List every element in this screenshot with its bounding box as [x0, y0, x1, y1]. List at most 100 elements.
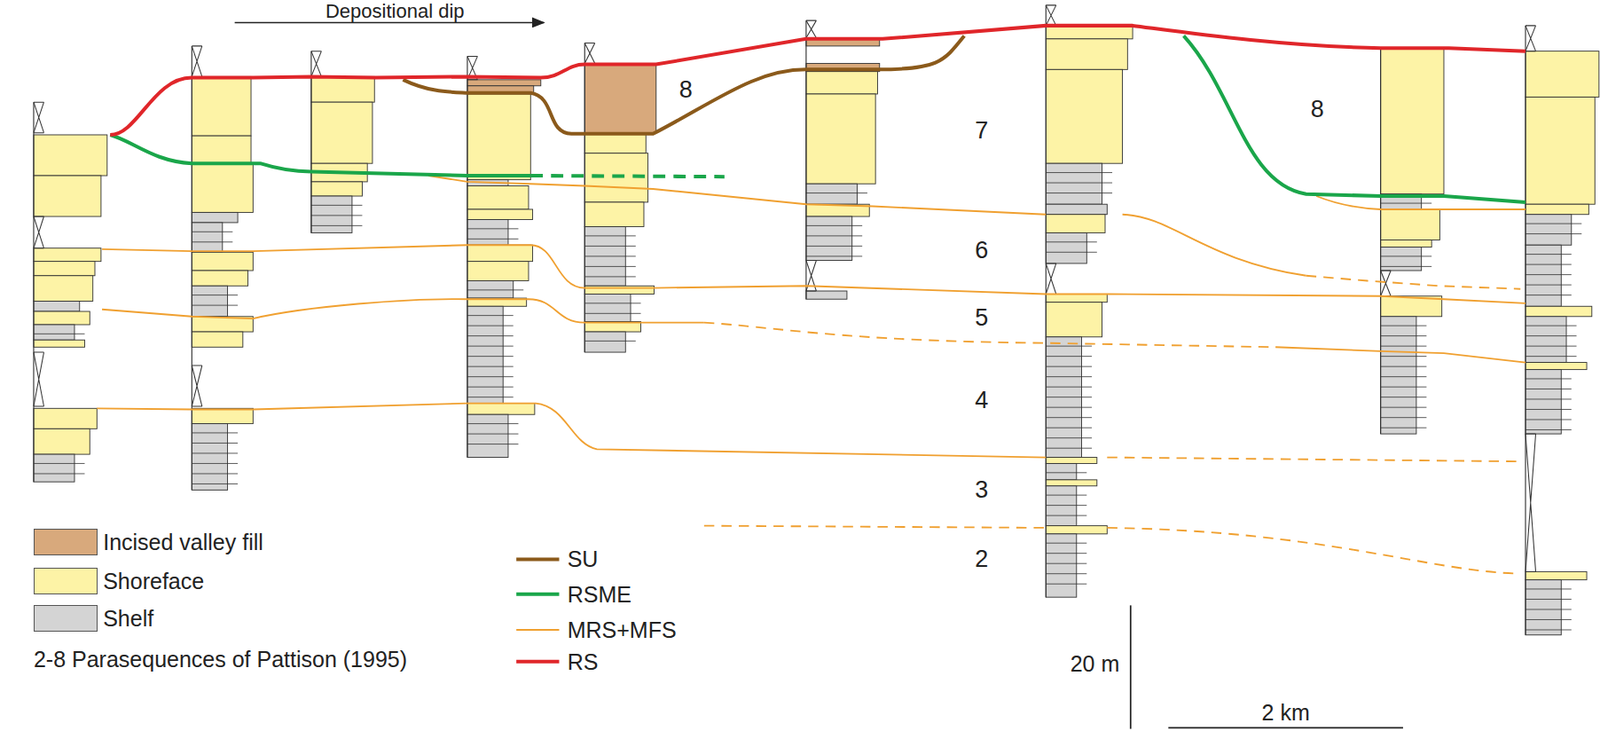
bed-tick	[467, 376, 514, 377]
bed-tick	[1380, 345, 1428, 347]
parasequence-number: 8	[1310, 97, 1325, 122]
log-interval	[584, 331, 626, 353]
bed-tick	[584, 266, 636, 267]
bed-tick	[467, 345, 514, 347]
bed-tick	[806, 235, 863, 236]
legend-text: SU	[567, 548, 599, 571]
log-interval	[467, 244, 534, 261]
log-interval	[806, 290, 848, 299]
bed-tick	[467, 396, 514, 398]
log-interval	[584, 62, 657, 133]
bed-tick	[467, 238, 519, 240]
bed-tick	[1380, 386, 1428, 388]
bed-tick	[467, 289, 524, 291]
bed-tick	[1045, 376, 1092, 377]
bed-tick	[1525, 233, 1582, 235]
scale-label: 2 km	[1262, 701, 1310, 724]
bed-tick	[806, 255, 863, 257]
bed-tick	[467, 423, 519, 424]
log-interval	[311, 196, 353, 233]
bed-tick	[1380, 376, 1428, 377]
scale-bars	[1130, 604, 1404, 729]
bed-tick	[1525, 408, 1572, 410]
log-interval	[1045, 214, 1106, 234]
log-interval	[467, 305, 503, 403]
log-gap-symbol	[33, 216, 45, 249]
legend-line-samples	[516, 559, 559, 662]
log-baseline	[191, 46, 193, 490]
bed-tick	[1380, 366, 1428, 368]
parasequence-number: 6	[974, 237, 989, 262]
log-baseline	[1045, 5, 1047, 597]
log-interval	[1525, 316, 1567, 363]
log-interval	[33, 454, 75, 482]
bed-tick	[1380, 416, 1428, 418]
log-interval	[467, 403, 535, 416]
log-gap-symbol	[806, 20, 817, 39]
log-interval	[1045, 486, 1077, 526]
log-interval	[1380, 209, 1441, 241]
log-interval	[1525, 369, 1561, 434]
well-log	[584, 42, 657, 353]
bed-tick	[1045, 407, 1092, 408]
log-interval	[584, 293, 631, 322]
bed-tick	[191, 294, 238, 296]
log-interval	[33, 261, 95, 276]
log-gap-symbol	[33, 101, 45, 134]
log-gap-symbol	[1525, 25, 1537, 52]
bed-tick	[467, 227, 519, 229]
bed-tick	[1045, 416, 1092, 418]
bed-tick	[1045, 515, 1087, 517]
log-interval	[467, 219, 509, 245]
log-interval	[806, 94, 876, 184]
log-interval	[191, 251, 253, 271]
log-interval	[1045, 25, 1133, 40]
bed-tick	[1380, 407, 1428, 408]
bed-tick	[191, 431, 238, 433]
log-interval	[33, 407, 97, 429]
mrs-mfs-lines	[96, 175, 1526, 574]
bed-tick	[1525, 355, 1577, 357]
legend-swatch	[33, 567, 98, 595]
bed-tick	[1045, 427, 1092, 429]
bed-tick	[1045, 494, 1087, 496]
log-interval	[806, 71, 879, 95]
log-interval	[1380, 239, 1433, 247]
parasequence-number: 3	[974, 478, 989, 502]
legend-note: 2-8 Parasequences of Pattison (1995)	[33, 648, 408, 671]
log-interval	[806, 183, 858, 204]
well-log	[33, 101, 108, 482]
bed-tick	[467, 314, 514, 316]
log-interval	[191, 270, 248, 286]
log-interval	[1380, 316, 1417, 434]
bed-tick	[1525, 429, 1572, 431]
bed-tick	[1525, 335, 1577, 337]
log-interval	[1380, 247, 1422, 271]
log-interval	[33, 301, 80, 313]
log-interval	[467, 261, 529, 282]
bed-tick	[584, 255, 636, 257]
parasequence-number: 8	[679, 78, 693, 102]
bed-tick	[1380, 255, 1433, 257]
log-baseline	[584, 42, 586, 353]
dip-arrow	[235, 22, 545, 24]
log-interval	[1045, 203, 1107, 215]
bed-tick	[1380, 325, 1428, 327]
log-gap-symbol	[584, 42, 596, 63]
bed-tick	[1525, 377, 1572, 379]
legend-text: Incised valley fill	[102, 530, 264, 553]
bed-tick	[1045, 572, 1087, 574]
log-gap-symbol	[1525, 433, 1537, 572]
log-interval	[1525, 214, 1572, 246]
legend-text: MRS+MFS	[567, 618, 677, 641]
bed-tick	[1045, 241, 1098, 243]
bed-tick	[1525, 345, 1577, 347]
bed-tick	[1525, 264, 1572, 266]
log-interval	[1045, 479, 1098, 487]
bed-tick	[1525, 388, 1572, 390]
legend-swatch	[33, 604, 98, 632]
legend-text: Shoreface	[102, 569, 204, 592]
log-interval	[1045, 457, 1098, 464]
parasequence-number: 5	[974, 305, 989, 330]
